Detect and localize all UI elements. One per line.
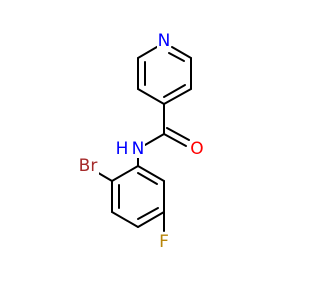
bond-phenyl-c4-c5-double [137, 207, 159, 220]
bond-pyridine-c6-n [171, 46, 192, 59]
bond-phenyl-c4-c5 [137, 211, 165, 228]
bond-pyridine-c4-c5 [163, 88, 192, 105]
amide-group [137, 103, 190, 167]
pyridine-ring [137, 43, 192, 105]
fluorine-label: F [159, 232, 169, 252]
bond-phenyl-c3-c4 [111, 211, 139, 228]
amide-hydrogen-label: H [116, 139, 129, 159]
pyridine-nitrogen-label: N [158, 31, 171, 51]
bond-phenyl-c6-c1-double [137, 172, 158, 185]
bond-carbonyl-amide-n [144, 133, 165, 146]
bond-pyridine-c4-c5-double [163, 84, 186, 98]
bond-carbonyl-o-double [166, 127, 190, 141]
bond-pyridine-c6-n-double [168, 52, 185, 62]
carbonyl-oxygen-label: O [190, 139, 203, 159]
bond-phenyl-c6-c1 [137, 165, 165, 182]
molecule-svg: N N H O Br F [77, 31, 206, 252]
amide-nitrogen-label: N [132, 139, 145, 159]
bromine-label: Br [79, 156, 98, 176]
atom-labels: N N H O Br F [77, 31, 206, 252]
bond-pyridine-c3-c4 [137, 88, 165, 105]
phenyl-ring [94, 165, 165, 232]
bond-phenyl-c1-c2 [111, 165, 139, 182]
bond-carbonyl-o [163, 133, 187, 147]
structure-diagram: N N H O Br F [77, 31, 206, 252]
